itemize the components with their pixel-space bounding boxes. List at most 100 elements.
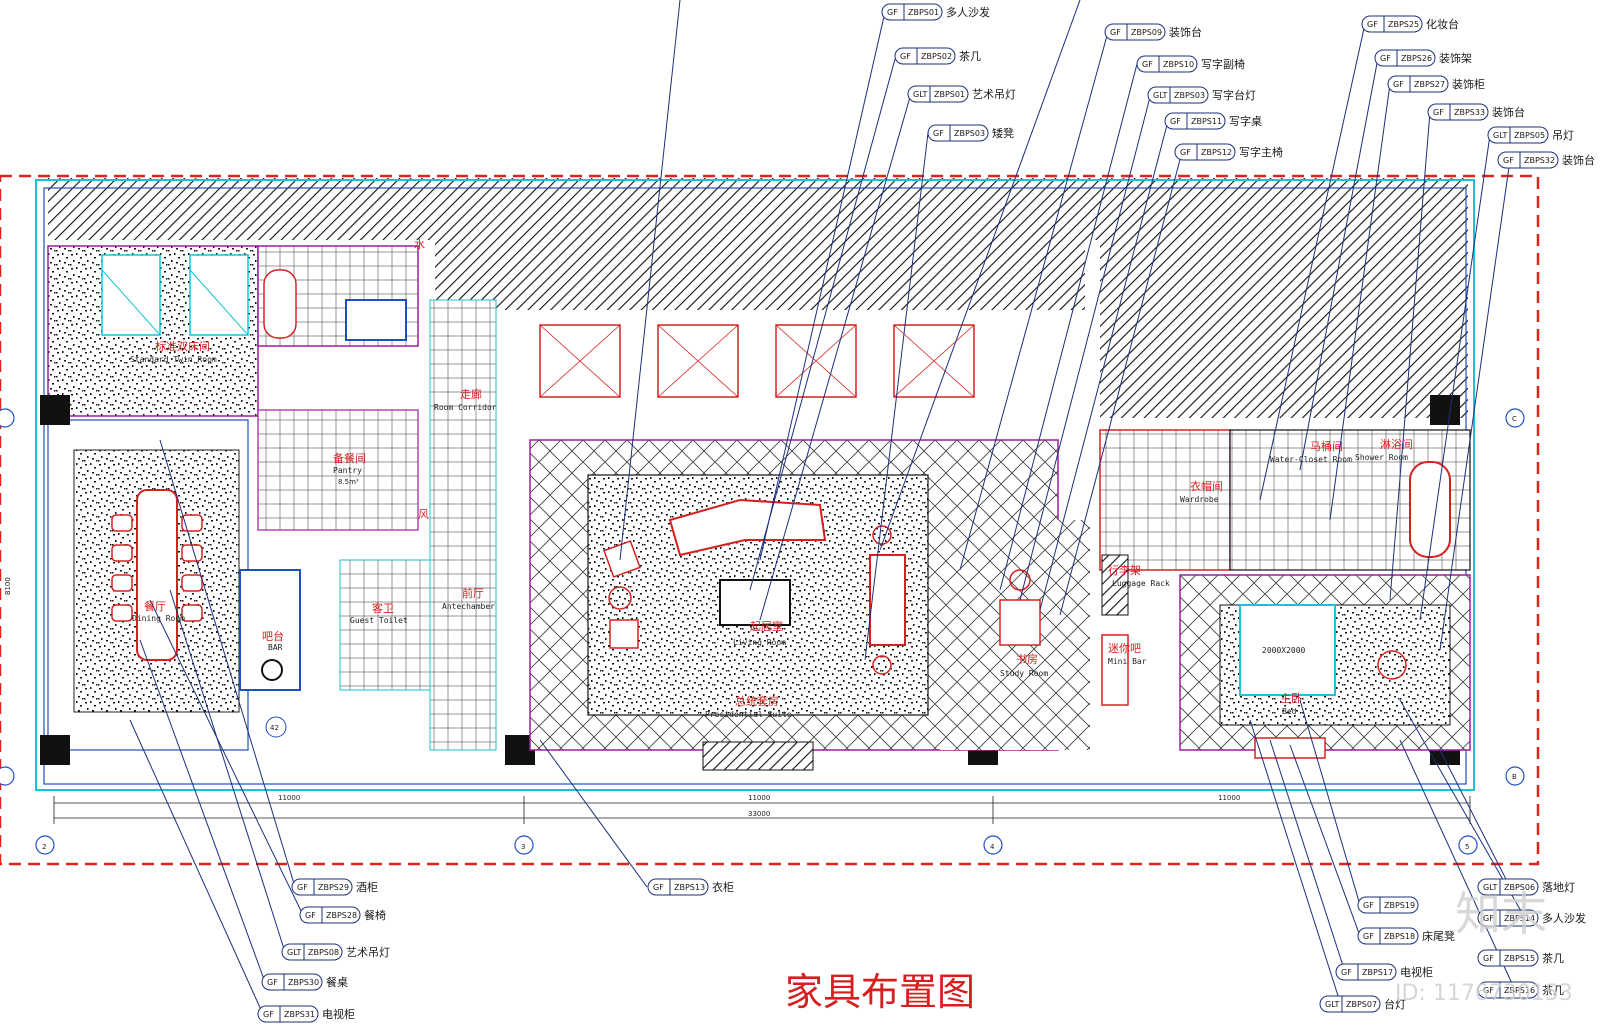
tag-type: GLT bbox=[1493, 131, 1508, 140]
shower-left bbox=[345, 299, 407, 341]
coffee-table bbox=[719, 579, 791, 626]
tag-type: GF bbox=[1341, 968, 1352, 977]
tag-label: 电视柜 bbox=[1400, 965, 1433, 979]
tag-label: 吊灯 bbox=[1552, 129, 1574, 142]
tag-code: ZBPS01 bbox=[934, 90, 965, 99]
tag-label: 写字主椅 bbox=[1239, 145, 1283, 159]
room-toilet-zh: 客卫 bbox=[372, 601, 394, 615]
tag-pill bbox=[1164, 112, 1226, 130]
tag-code: ZBPS12 bbox=[1201, 148, 1232, 157]
room-dining-zh: 餐厅 bbox=[144, 599, 166, 613]
bar-stool bbox=[261, 659, 283, 681]
twin-bed-1 bbox=[101, 254, 161, 336]
tag-code: ZBPS32 bbox=[1524, 156, 1555, 165]
dim-8100: 8100 bbox=[4, 577, 12, 595]
round-table-3 bbox=[872, 655, 892, 675]
dim-2: 11000 bbox=[748, 794, 770, 802]
tag-type: GF bbox=[900, 52, 911, 61]
axis-bubbles bbox=[0, 408, 1525, 855]
tag-type: GF bbox=[887, 8, 898, 17]
room-ante-en: Antechamber bbox=[442, 602, 495, 611]
tag-code: ZBPS30 bbox=[288, 978, 319, 987]
bar-area bbox=[239, 569, 301, 691]
tag-pill bbox=[1374, 49, 1436, 67]
tag-type: GF bbox=[297, 883, 308, 892]
wardrobe-block bbox=[1099, 429, 1231, 571]
tag-pill bbox=[1477, 909, 1539, 927]
tag-type: GLT bbox=[1325, 1000, 1340, 1009]
axis-4: 4 bbox=[990, 843, 995, 851]
room-wc-zh: 马桶间 bbox=[1310, 439, 1343, 453]
room-pantry-en: Pantry bbox=[333, 466, 362, 475]
tag-type: GF bbox=[1363, 932, 1374, 941]
tag-code: ZBPS10 bbox=[1163, 60, 1194, 69]
room-study-zh: 书房 bbox=[1016, 653, 1038, 666]
tag-pill bbox=[1487, 126, 1549, 144]
bed-size: 2000X2000 bbox=[1262, 646, 1306, 655]
tag-label: 餐桌 bbox=[326, 975, 348, 989]
tag-pill bbox=[257, 1005, 319, 1023]
axis-c: C bbox=[1512, 415, 1517, 423]
tag-label: 落地灯 bbox=[1542, 881, 1575, 894]
axis-5: 5 bbox=[1465, 843, 1469, 851]
tag-type: GF bbox=[1367, 20, 1378, 29]
tag-type: GF bbox=[1142, 60, 1153, 69]
tag-type: GF bbox=[933, 129, 944, 138]
tag-code: ZBPS17 bbox=[1362, 968, 1393, 977]
study-chair bbox=[1009, 569, 1031, 591]
room-luggage-zh: 行李架 bbox=[1108, 563, 1141, 577]
tag-pill bbox=[927, 124, 989, 142]
room-wardrobe-en: Wardrobe bbox=[1180, 495, 1219, 504]
tag-code: ZBPS16 bbox=[1504, 986, 1535, 995]
tag-pill bbox=[894, 47, 956, 65]
tag-pill bbox=[881, 3, 943, 21]
tag-type: GF bbox=[1110, 28, 1121, 37]
tag-pill bbox=[1477, 878, 1539, 896]
tag-label: 床尾凳 bbox=[1422, 929, 1455, 943]
tag-code: ZBPS28 bbox=[326, 911, 357, 920]
tag-label: 艺术吊灯 bbox=[972, 88, 1016, 101]
tag-pill bbox=[1427, 103, 1489, 121]
tag-label: 装饰架 bbox=[1439, 51, 1472, 65]
mini-bar bbox=[1101, 634, 1129, 706]
tag-pill bbox=[647, 878, 709, 896]
tag-label: 多人沙发 bbox=[1542, 911, 1586, 925]
twin-bed-2 bbox=[189, 254, 249, 336]
tag-label: 电视柜 bbox=[322, 1007, 355, 1021]
tag-pill bbox=[1335, 963, 1397, 981]
boundary-frame bbox=[0, 174, 1540, 866]
tag-code: ZBPS05 bbox=[1514, 131, 1545, 140]
room-pantry-zh: 备餐间 bbox=[333, 451, 366, 465]
lounge-chairs bbox=[603, 540, 641, 649]
dim-3: 11000 bbox=[1218, 794, 1240, 802]
cabinet-row bbox=[539, 324, 975, 398]
room-labels: 标准双床间 Standard Twin Room 餐厅 Dining Room … bbox=[130, 339, 1413, 719]
tag-label: 矮凳 bbox=[992, 126, 1014, 140]
room-suite-zh: 总统套房 bbox=[735, 694, 779, 708]
tag-label: 装饰台 bbox=[1169, 25, 1202, 39]
tag-label: 茶几 bbox=[1542, 984, 1564, 997]
tag-pill bbox=[1497, 151, 1559, 169]
bubble-circle bbox=[265, 716, 287, 738]
furniture-tag: GLT ZBPS05 吊灯 bbox=[1487, 126, 1574, 144]
room-bed-en: Bed bbox=[1282, 707, 1297, 716]
tag-type: GF bbox=[1180, 148, 1191, 157]
tag-pill bbox=[1477, 981, 1539, 999]
tag-label: 台灯 bbox=[1384, 997, 1406, 1011]
tag-type: GF bbox=[263, 1010, 274, 1019]
room-wardrobe-zh: 衣帽间 bbox=[1190, 479, 1223, 493]
tag-type: GF bbox=[1393, 80, 1404, 89]
tag-code: ZBPS01 bbox=[908, 8, 939, 17]
side-sofa bbox=[869, 554, 906, 646]
tag-code: ZBPS09 bbox=[1131, 28, 1162, 37]
